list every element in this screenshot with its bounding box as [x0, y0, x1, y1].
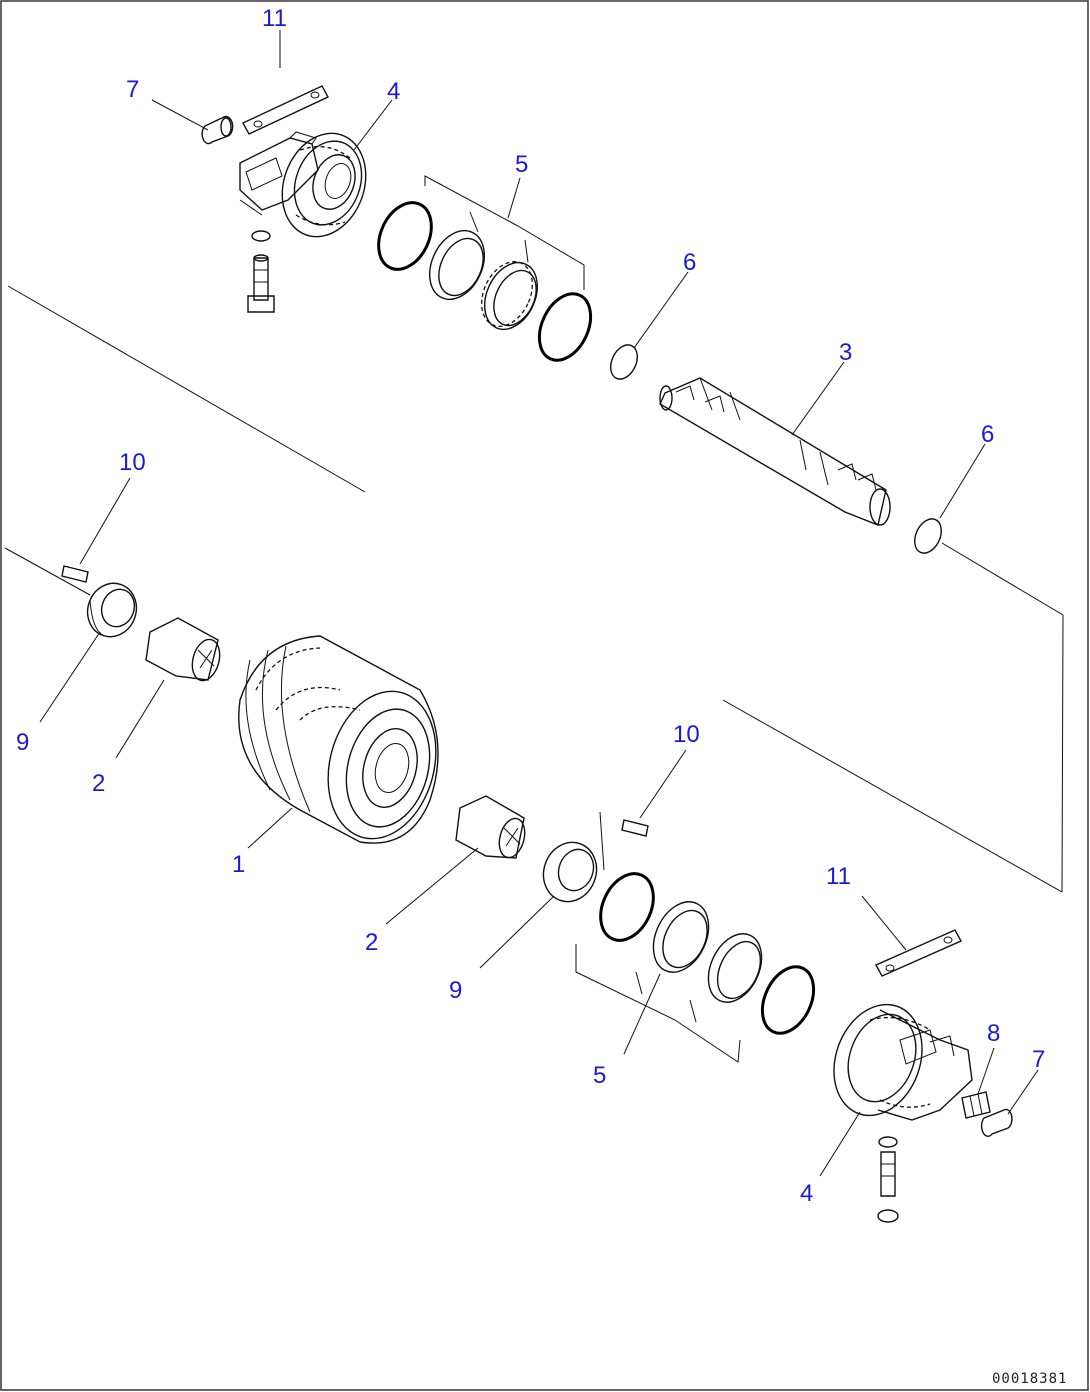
part-key-right — [599, 811, 649, 871]
part-bushing-left — [86, 582, 138, 638]
part-bolt-right — [961, 1091, 991, 1119]
part-seal-group-top — [377, 175, 593, 362]
label-part-5-top: 5 — [515, 151, 528, 178]
label-part-1: 1 — [232, 851, 245, 878]
part-plate-top — [242, 85, 329, 135]
label-part-6-top: 6 — [683, 249, 696, 276]
drawing-code: 00018381 — [992, 1371, 1067, 1387]
part-roller — [238, 635, 439, 844]
part-collar-bottom — [833, 1003, 973, 1121]
part-oring-right — [914, 518, 942, 554]
part-oring-top — [610, 344, 638, 380]
part-key-left — [61, 565, 89, 583]
label-part-8: 8 — [987, 1020, 1000, 1047]
label-part-9-right: 9 — [449, 977, 462, 1004]
part-bushing-right — [542, 841, 598, 903]
label-part-11-top: 11 — [262, 5, 287, 32]
label-part-9-left: 9 — [16, 729, 29, 756]
part-bolt-top — [239, 199, 275, 313]
label-part-11-bottom: 11 — [826, 863, 851, 890]
part-collar-top — [239, 131, 367, 238]
part-sleeve-left — [145, 617, 221, 682]
label-part-7-top: 7 — [126, 76, 139, 103]
label-part-4-top: 4 — [387, 78, 400, 105]
part-pin-bottom — [980, 1108, 1013, 1137]
part-seal-group-bottom — [575, 872, 816, 1063]
part-number-labels: 11 7 4 5 6 3 6 10 9 2 1 10 2 9 5 11 8 7 … — [16, 5, 1045, 1207]
label-part-2-left: 2 — [92, 770, 105, 797]
part-plate-bottom — [875, 929, 962, 977]
label-part-6-right: 6 — [981, 421, 994, 448]
label-part-4-bottom: 4 — [800, 1180, 813, 1207]
label-part-7-bottom: 7 — [1032, 1046, 1045, 1073]
reference-lines — [4, 285, 1064, 893]
label-part-5-bottom: 5 — [593, 1062, 606, 1089]
label-part-10-right: 10 — [673, 721, 700, 748]
label-part-3: 3 — [839, 339, 852, 366]
leader-lines — [39, 30, 1039, 1177]
label-part-2-right: 2 — [365, 929, 378, 956]
part-bolt-bottom — [877, 1136, 899, 1223]
part-shaft — [659, 377, 891, 526]
label-part-10-left: 10 — [119, 449, 146, 476]
part-pin-top — [201, 115, 234, 145]
part-sleeve-right — [455, 795, 526, 859]
